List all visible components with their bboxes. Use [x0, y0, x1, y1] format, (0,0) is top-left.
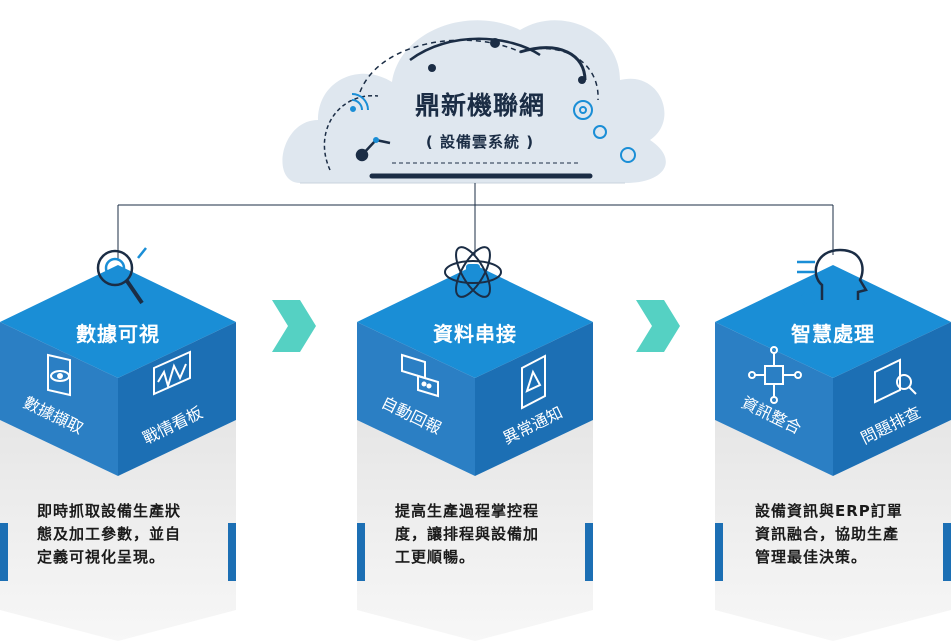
module-1-title: 數據可視	[76, 322, 160, 346]
module-2-description: 提高生產過程掌控程 度，讓排程與設備加 工更順暢。	[395, 500, 585, 569]
description-line: 資訊融合，協助生產	[755, 525, 900, 543]
description-line: 工更順暢。	[395, 548, 476, 566]
chevron-arrow-1	[272, 300, 316, 352]
description-line: 態及加工參數，並自	[37, 525, 182, 543]
eye-document-icon	[47, 353, 71, 397]
phone-alert-icon	[521, 354, 546, 410]
analytics-search-icon	[83, 247, 147, 305]
gear-icon	[573, 100, 636, 163]
wifi-icon	[350, 93, 369, 112]
cloud-shape	[282, 20, 666, 184]
ai-head-icon	[797, 248, 868, 307]
cube-data-integration	[357, 265, 593, 641]
cube-data-visualization	[0, 265, 236, 641]
chevron-arrow-2	[636, 300, 680, 352]
chat-bubbles-icon	[401, 353, 439, 398]
atom-database-icon	[444, 246, 502, 298]
page-title: 鼎新機聯網	[414, 91, 545, 120]
description-line: 管理最佳決策。	[755, 548, 868, 566]
network-node-icon	[748, 346, 802, 404]
module-1-description: 即時抓取設備生產狀 態及加工參數，並自 定義可視化呈現。	[37, 500, 227, 569]
description-line: 即時抓取設備生產狀	[37, 502, 182, 520]
description-line: 設備資訊與ERP訂單	[755, 502, 903, 520]
robot-arm-icon	[355, 137, 391, 162]
module-3-title: 智慧處理	[791, 322, 875, 346]
search-document-icon	[874, 358, 917, 404]
connector-lines	[117, 183, 834, 260]
cube-smart-processing	[715, 265, 951, 641]
description-line: 度，讓排程與設備加	[395, 525, 540, 543]
description-line: 提高生產過程掌控程	[395, 502, 540, 520]
waveform-monitor-icon	[153, 350, 191, 396]
module-2-title: 資料串接	[433, 322, 517, 346]
description-line: 定義可視化呈現。	[37, 548, 166, 566]
page-subtitle: ( 設備雲系統 )	[425, 133, 535, 151]
module-3-description: 設備資訊與ERP訂單 資訊融合，協助生產 管理最佳決策。	[755, 500, 945, 569]
